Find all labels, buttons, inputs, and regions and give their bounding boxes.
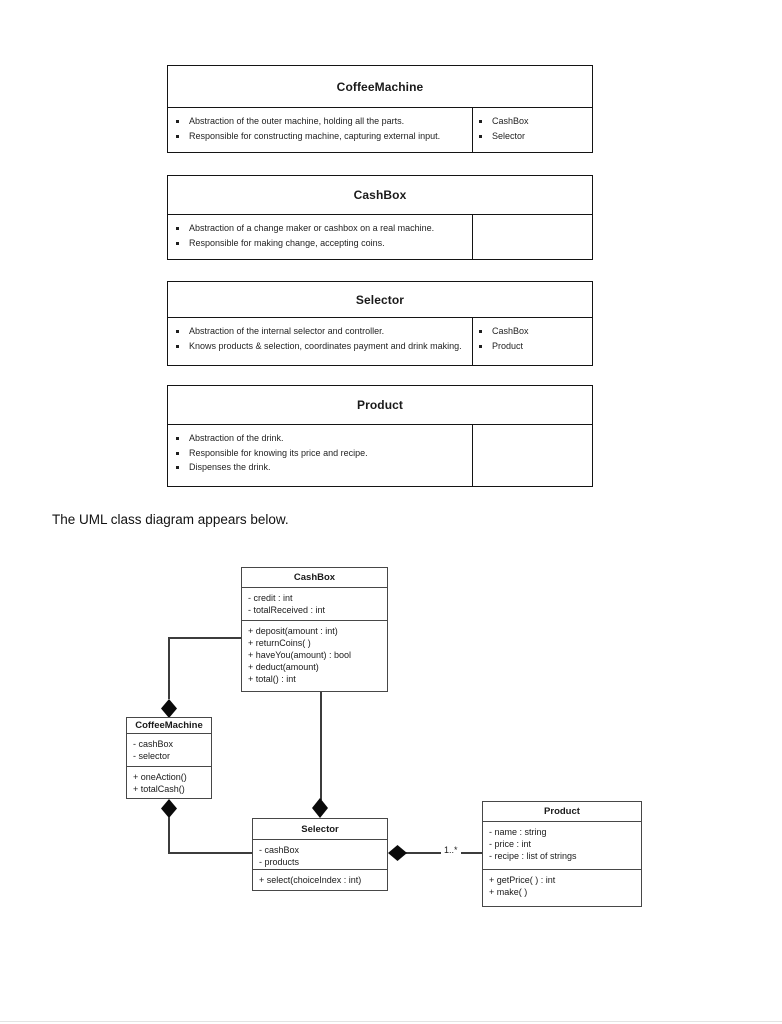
responsibility-item: Abstraction of the internal selector and… (188, 324, 464, 339)
crc-responsibilities-cell: Abstraction of the drink. Responsible fo… (168, 425, 473, 486)
responsibility-list: Abstraction of the drink. Responsible fo… (174, 431, 464, 475)
intro-text: The UML class diagram appears below. (52, 512, 289, 527)
responsibility-item: Abstraction of the outer machine, holdin… (188, 114, 464, 129)
uml-methods-section: + getPrice( ) : int + make( ) (483, 870, 641, 906)
composition-diamond-icon (161, 699, 177, 718)
uml-method: + total() : int (248, 674, 296, 684)
uml-attributes-section: - cashBox - products (253, 840, 387, 870)
uml-method: + oneAction() (133, 772, 187, 782)
uml-attributes-section: - cashBox - selector (127, 734, 211, 767)
composition-diamond-icon (388, 845, 407, 861)
responsibility-item: Responsible for making change, accepting… (188, 236, 464, 251)
crc-card-title: Product (168, 386, 592, 425)
crc-card-body: Abstraction of a change maker or cashbox… (168, 215, 592, 259)
uml-attribute: - credit : int (248, 593, 293, 603)
connector-line (320, 692, 322, 800)
uml-methods-section: + select(choiceIndex : int) (253, 870, 387, 890)
collaborator-list: CashBox Selector (477, 114, 586, 143)
uml-attributes-section: - credit : int - totalReceived : int (242, 588, 387, 621)
uml-method: + make( ) (489, 887, 528, 897)
collaborator-item: Selector (491, 129, 586, 144)
responsibility-item: Dispenses the drink. (188, 460, 464, 475)
responsibility-list: Abstraction of the internal selector and… (174, 324, 464, 353)
collaborator-item: CashBox (491, 114, 586, 129)
crc-collaborators-cell: CashBox Selector (473, 108, 592, 152)
responsibility-list: Abstraction of a change maker or cashbox… (174, 221, 464, 250)
uml-attribute: - totalReceived : int (248, 605, 326, 615)
uml-method: + deposit(amount : int) (248, 626, 338, 636)
uml-attribute: - price : int (489, 839, 532, 849)
crc-card-body: Abstraction of the outer machine, holdin… (168, 108, 592, 152)
crc-card-title: CoffeeMachine (168, 66, 592, 108)
responsibility-item: Responsible for knowing its price and re… (188, 446, 464, 461)
crc-collaborators-cell (473, 215, 592, 259)
connector-line (168, 817, 170, 854)
connector-line (168, 637, 170, 699)
crc-card-product: Product Abstraction of the drink. Respon… (167, 385, 593, 487)
uml-attribute: - selector (133, 751, 171, 761)
uml-attribute: - cashBox (259, 845, 300, 855)
uml-class-name: Selector (253, 819, 387, 840)
crc-card-coffeemachine: CoffeeMachine Abstraction of the outer m… (167, 65, 593, 153)
crc-collaborators-cell (473, 425, 592, 486)
uml-attribute: - recipe : list of strings (489, 851, 577, 861)
uml-attribute: - cashBox (133, 739, 174, 749)
crc-responsibilities-cell: Abstraction of the internal selector and… (168, 318, 473, 365)
uml-method: + deduct(amount) (248, 662, 319, 672)
collaborator-item: CashBox (491, 324, 586, 339)
uml-class-product: Product - name : string - price : int - … (482, 801, 642, 907)
uml-method: + returnCoins( ) (248, 638, 311, 648)
collaborator-item: Product (491, 339, 586, 354)
crc-card-title: Selector (168, 282, 592, 318)
crc-collaborators-cell: CashBox Product (473, 318, 592, 365)
uml-method: + totalCash() (133, 784, 185, 794)
responsibility-item: Abstraction of the drink. (188, 431, 464, 446)
responsibility-item: Responsible for constructing machine, ca… (188, 129, 464, 144)
composition-diamond-icon (312, 798, 328, 818)
connector-line (168, 852, 252, 854)
uml-class-name: CoffeeMachine (127, 718, 211, 734)
uml-method: + getPrice( ) : int (489, 875, 556, 885)
uml-class-cashbox: CashBox - credit : int - totalReceived :… (241, 567, 388, 692)
crc-responsibilities-cell: Abstraction of the outer machine, holdin… (168, 108, 473, 152)
multiplicity-label: 1..* (441, 845, 461, 855)
uml-methods-section: + oneAction() + totalCash() (127, 767, 211, 799)
uml-method: + select(choiceIndex : int) (259, 875, 362, 885)
uml-class-coffeemachine: CoffeeMachine - cashBox - selector + one… (126, 717, 212, 799)
uml-class-name: Product (483, 802, 641, 822)
responsibility-list: Abstraction of the outer machine, holdin… (174, 114, 464, 143)
uml-method: + haveYou(amount) : bool (248, 650, 351, 660)
crc-card-cashbox: CashBox Abstraction of a change maker or… (167, 175, 593, 260)
crc-card-body: Abstraction of the internal selector and… (168, 318, 592, 365)
crc-card-selector: Selector Abstraction of the internal sel… (167, 281, 593, 366)
collaborator-list: CashBox Product (477, 324, 586, 353)
connector-line (169, 637, 241, 639)
crc-responsibilities-cell: Abstraction of a change maker or cashbox… (168, 215, 473, 259)
crc-card-title: CashBox (168, 176, 592, 215)
uml-class-selector: Selector - cashBox - products + select(c… (252, 818, 388, 891)
uml-methods-section: + deposit(amount : int) + returnCoins( )… (242, 621, 387, 691)
crc-card-body: Abstraction of the drink. Responsible fo… (168, 425, 592, 486)
uml-attribute: - name : string (489, 827, 547, 837)
responsibility-item: Abstraction of a change maker or cashbox… (188, 221, 464, 236)
uml-attributes-section: - name : string - price : int - recipe :… (483, 822, 641, 870)
uml-attribute: - products (259, 857, 300, 867)
uml-class-name: CashBox (242, 568, 387, 588)
responsibility-item: Knows products & selection, coordinates … (188, 339, 464, 354)
composition-diamond-icon (161, 799, 177, 818)
page-bottom-divider (0, 1021, 782, 1022)
